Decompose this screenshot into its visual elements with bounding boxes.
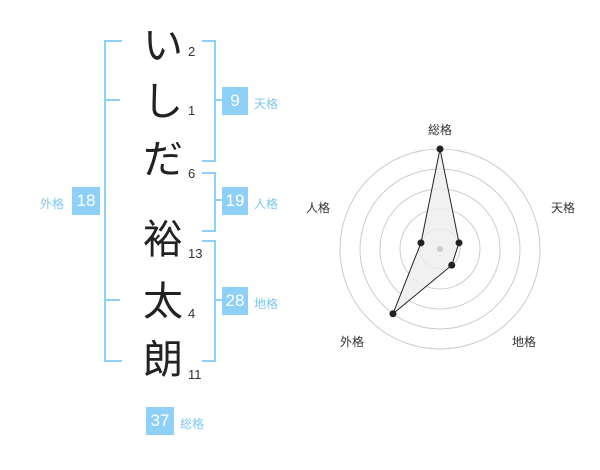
- gaikaku-label: 外格: [40, 197, 65, 211]
- name-char-2: し: [143, 79, 183, 125]
- radar-score-polygon: [392, 148, 460, 315]
- stroke-count-2: 1: [188, 103, 196, 118]
- soukaku-label: 総格: [180, 417, 205, 431]
- radar-point-chikaku: [448, 261, 456, 269]
- stroke-count-4: 13: [188, 246, 203, 261]
- jinkaku-value: 19: [222, 187, 248, 215]
- soukaku-value: 37: [146, 407, 174, 435]
- name-char-4: 裕: [143, 217, 183, 263]
- stroke-count-6: 11: [188, 367, 202, 382]
- gaikaku-tick-2: [104, 299, 120, 301]
- radar-label-tenkaku: 天格: [551, 200, 575, 215]
- tenkaku-label: 天格: [254, 97, 279, 111]
- name-char-5: 太: [143, 279, 183, 325]
- gaikaku-bracket: [104, 40, 122, 362]
- radar-label-jinkaku: 人格: [306, 200, 330, 215]
- tenkaku-bracket: [202, 40, 216, 162]
- stroke-count-5: 4: [188, 306, 196, 321]
- stroke-count-1: 2: [188, 44, 196, 59]
- chikaku-label: 地格: [254, 297, 279, 311]
- jinkaku-bracket: [202, 172, 216, 232]
- radar-point-jinkaku: [417, 239, 425, 247]
- gaikaku-value: 18: [72, 187, 100, 215]
- gaikaku-tick-1: [104, 99, 120, 101]
- radar-point-soukaku: [436, 145, 444, 153]
- tenkaku-value: 9: [222, 87, 248, 115]
- radar-point-tenkaku: [455, 239, 463, 247]
- radar-label-soukaku: 総格: [428, 122, 452, 137]
- stroke-count-3: 6: [188, 166, 196, 181]
- tenkaku-connector: [214, 99, 222, 101]
- chikaku-connector: [214, 299, 222, 301]
- radar-center-dot: [437, 246, 443, 252]
- jinkaku-connector: [214, 199, 222, 201]
- chikaku-value: 28: [222, 287, 248, 315]
- radar-label-chikaku: 地格: [512, 334, 536, 349]
- name-char-1: い: [143, 23, 183, 69]
- jinkaku-label: 人格: [254, 197, 279, 211]
- chikaku-bracket: [202, 240, 216, 362]
- radar-label-gaikaku: 外格: [340, 334, 364, 349]
- radar-point-gaikaku: [389, 310, 397, 318]
- name-char-3: だ: [143, 137, 183, 183]
- name-char-6: 朗: [143, 337, 183, 383]
